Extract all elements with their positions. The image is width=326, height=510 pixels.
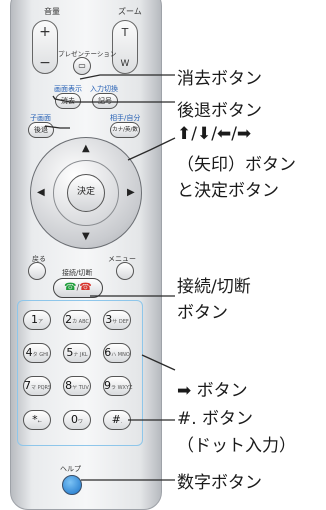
key-1[interactable]: 1ア bbox=[23, 310, 51, 330]
key-0-main: 0 bbox=[70, 413, 78, 426]
left-arrow-icon[interactable]: ◀ bbox=[37, 187, 45, 198]
callout-hash-dot: #. ボタン bbox=[177, 409, 254, 429]
help-button[interactable] bbox=[62, 475, 82, 495]
key-2-sub: カ ABC bbox=[72, 319, 89, 325]
key-8[interactable]: 8ヤ TUV bbox=[63, 376, 91, 396]
key-star-sub: ← bbox=[37, 419, 42, 425]
key-3-main: 3 bbox=[105, 313, 113, 326]
up-arrow-icon[interactable]: ▲ bbox=[82, 143, 90, 154]
callout-line-back bbox=[52, 95, 175, 103]
menu-button[interactable] bbox=[116, 262, 134, 280]
key-6-sub: ハ MNO bbox=[111, 352, 130, 358]
key-9-main: 9 bbox=[104, 379, 111, 392]
numpad-panel bbox=[17, 300, 143, 446]
connect-disconnect-button[interactable]: ☎/☎ bbox=[53, 278, 103, 298]
partner-self-label: 相手/自分 bbox=[110, 114, 141, 122]
key-4[interactable]: 4タ GHI bbox=[23, 343, 51, 363]
slash-separator: / bbox=[76, 283, 80, 292]
callout-arrows-line2: （矢印）ボタン bbox=[177, 155, 296, 175]
input-switch-label: 入力切換 bbox=[90, 85, 118, 93]
key-7-main: 7 bbox=[24, 379, 31, 392]
return-button[interactable] bbox=[28, 262, 46, 280]
callout-dot-input: （ドット入力） bbox=[177, 436, 296, 456]
key-7[interactable]: 7マ PQRS bbox=[23, 376, 51, 396]
key-8-sub: ヤ TUV bbox=[72, 385, 89, 391]
key-1-main: 1 bbox=[30, 313, 38, 326]
key-9[interactable]: 9ラ WXYZ bbox=[103, 376, 133, 396]
volume-label: 音量 bbox=[44, 7, 60, 16]
phone-green-icon: ☎ bbox=[64, 282, 77, 293]
kana-button[interactable]: カナ/英/数 bbox=[110, 122, 140, 138]
callout-right-arrow: ➡ ボタン bbox=[177, 381, 248, 401]
symbol-button[interactable]: 記号 bbox=[92, 93, 118, 109]
key-5[interactable]: 5ナ JKL bbox=[63, 343, 91, 363]
zoom-rocker[interactable]: T W bbox=[112, 20, 138, 74]
return-label: 戻る bbox=[32, 255, 46, 263]
volume-minus[interactable]: − bbox=[39, 55, 51, 71]
callout-line-right-arrow bbox=[141, 354, 176, 371]
key-5-sub: ナ JKL bbox=[73, 352, 88, 358]
presentation-label: プレゼンテーション bbox=[58, 50, 117, 58]
right-arrow-icon[interactable]: ▶ bbox=[127, 187, 135, 198]
presentation-button[interactable]: ▭ bbox=[73, 57, 91, 75]
key-4-main: 4 bbox=[25, 346, 33, 359]
down-arrow-icon[interactable]: ▼ bbox=[82, 231, 90, 242]
volume-plus[interactable]: + bbox=[39, 24, 51, 40]
help-label: ヘルプ bbox=[60, 465, 81, 473]
volume-rocker[interactable]: + − bbox=[32, 20, 58, 74]
key-6[interactable]: 6ハ MNO bbox=[103, 343, 131, 363]
callout-line-erase bbox=[79, 74, 175, 80]
callout-arrows: ⬆/⬇/⬅/➡ bbox=[177, 124, 252, 144]
key-star-main: * bbox=[32, 413, 38, 426]
key-hash-main: # bbox=[111, 413, 121, 426]
key-5-main: 5 bbox=[66, 346, 74, 359]
phone-red-icon: ☎ bbox=[79, 282, 92, 293]
dpad-ring bbox=[53, 160, 119, 226]
key-3-sub: サ DEF bbox=[112, 319, 129, 325]
enter-button[interactable]: 決定 bbox=[67, 174, 105, 212]
key-6-main: 6 bbox=[104, 346, 112, 359]
key-8-main: 8 bbox=[65, 379, 73, 392]
callout-arrows-line3: と決定ボタン bbox=[177, 181, 279, 201]
key-hash-sub: . bbox=[120, 419, 123, 425]
menu-label: メニュー bbox=[108, 255, 136, 263]
callout-back: 後退ボタン bbox=[177, 101, 262, 121]
child-screen-label: 子画面 bbox=[30, 114, 51, 122]
callout-connect-line2: ボタン bbox=[177, 303, 228, 323]
callout-connect-line1: 接続/切断 bbox=[177, 277, 251, 297]
zoom-wide[interactable]: W bbox=[120, 59, 130, 69]
callout-number: 数字ボタン bbox=[177, 473, 262, 493]
key-7-sub: マ PQRS bbox=[31, 385, 52, 391]
connect-label: 接続/切断 bbox=[62, 269, 93, 277]
screen-icon: ▭ bbox=[78, 61, 86, 70]
key-star[interactable]: *← bbox=[23, 410, 51, 430]
direction-pad[interactable]: ▲ ▼ ◀ ▶ 決定 bbox=[30, 137, 142, 249]
screen-display-label: 画面表示 bbox=[54, 85, 82, 93]
key-2-main: 2 bbox=[65, 313, 73, 326]
zoom-tele[interactable]: T bbox=[121, 26, 129, 39]
key-2[interactable]: 2カ ABC bbox=[63, 310, 91, 330]
zoom-label: ズーム bbox=[118, 7, 142, 16]
key-1-sub: ア bbox=[37, 319, 43, 325]
key-4-sub: タ GHI bbox=[32, 352, 49, 358]
callout-erase: 消去ボタン bbox=[177, 69, 262, 89]
key-0-sub: ワ bbox=[77, 419, 83, 425]
key-9-sub: ラ WXYZ bbox=[111, 385, 133, 391]
callout-lines bbox=[44, 74, 176, 481]
key-0[interactable]: 0ワ bbox=[63, 410, 91, 430]
callout-line-arrows bbox=[127, 137, 176, 161]
key-3[interactable]: 3サ DEF bbox=[103, 310, 131, 330]
